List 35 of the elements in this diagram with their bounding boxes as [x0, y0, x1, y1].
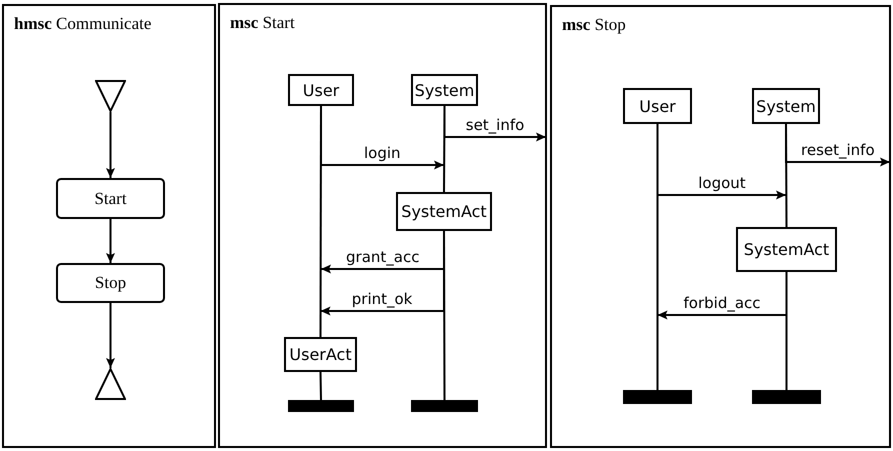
instance-box: User — [288, 74, 354, 106]
instance-box: User — [623, 88, 692, 124]
message-label: grant_acc — [344, 249, 422, 266]
instance-end-bar — [288, 400, 354, 412]
frame-title: msc Stop — [562, 15, 626, 35]
frame-panel — [2, 4, 216, 448]
frame-title: msc Start — [230, 13, 295, 33]
lifeline — [320, 372, 322, 400]
flow-arrow — [106, 112, 115, 178]
frame-panel — [550, 5, 891, 448]
message-arrow — [785, 124, 890, 166]
instance-box: SystemAct — [396, 192, 492, 231]
instance-box: UserAct — [284, 337, 357, 372]
message-label: set_info — [464, 117, 526, 134]
reference-box: Start — [56, 178, 165, 219]
instance-end-bar — [752, 390, 821, 404]
instance-box: System — [752, 88, 820, 124]
message-label: forbid_acc — [682, 295, 763, 312]
frame-title: hmsc Communicate — [14, 14, 152, 34]
message-arrow — [658, 272, 788, 320]
start-triangle — [95, 80, 126, 112]
reference-box: Stop — [56, 263, 165, 303]
message-arrow — [444, 106, 546, 142]
end-triangle — [95, 368, 126, 400]
flow-arrow — [106, 303, 115, 368]
instance-box: System — [411, 74, 478, 106]
flow-arrow — [106, 219, 115, 263]
instance-end-bar — [411, 400, 478, 412]
instance-box: SystemAct — [736, 227, 837, 272]
message-label: reset_info — [799, 142, 877, 159]
message-arrow — [320, 106, 444, 170]
message-arrow — [656, 124, 786, 200]
message-arrow — [320, 231, 445, 316]
instance-end-bar — [623, 390, 692, 404]
frame-panel — [218, 3, 547, 448]
